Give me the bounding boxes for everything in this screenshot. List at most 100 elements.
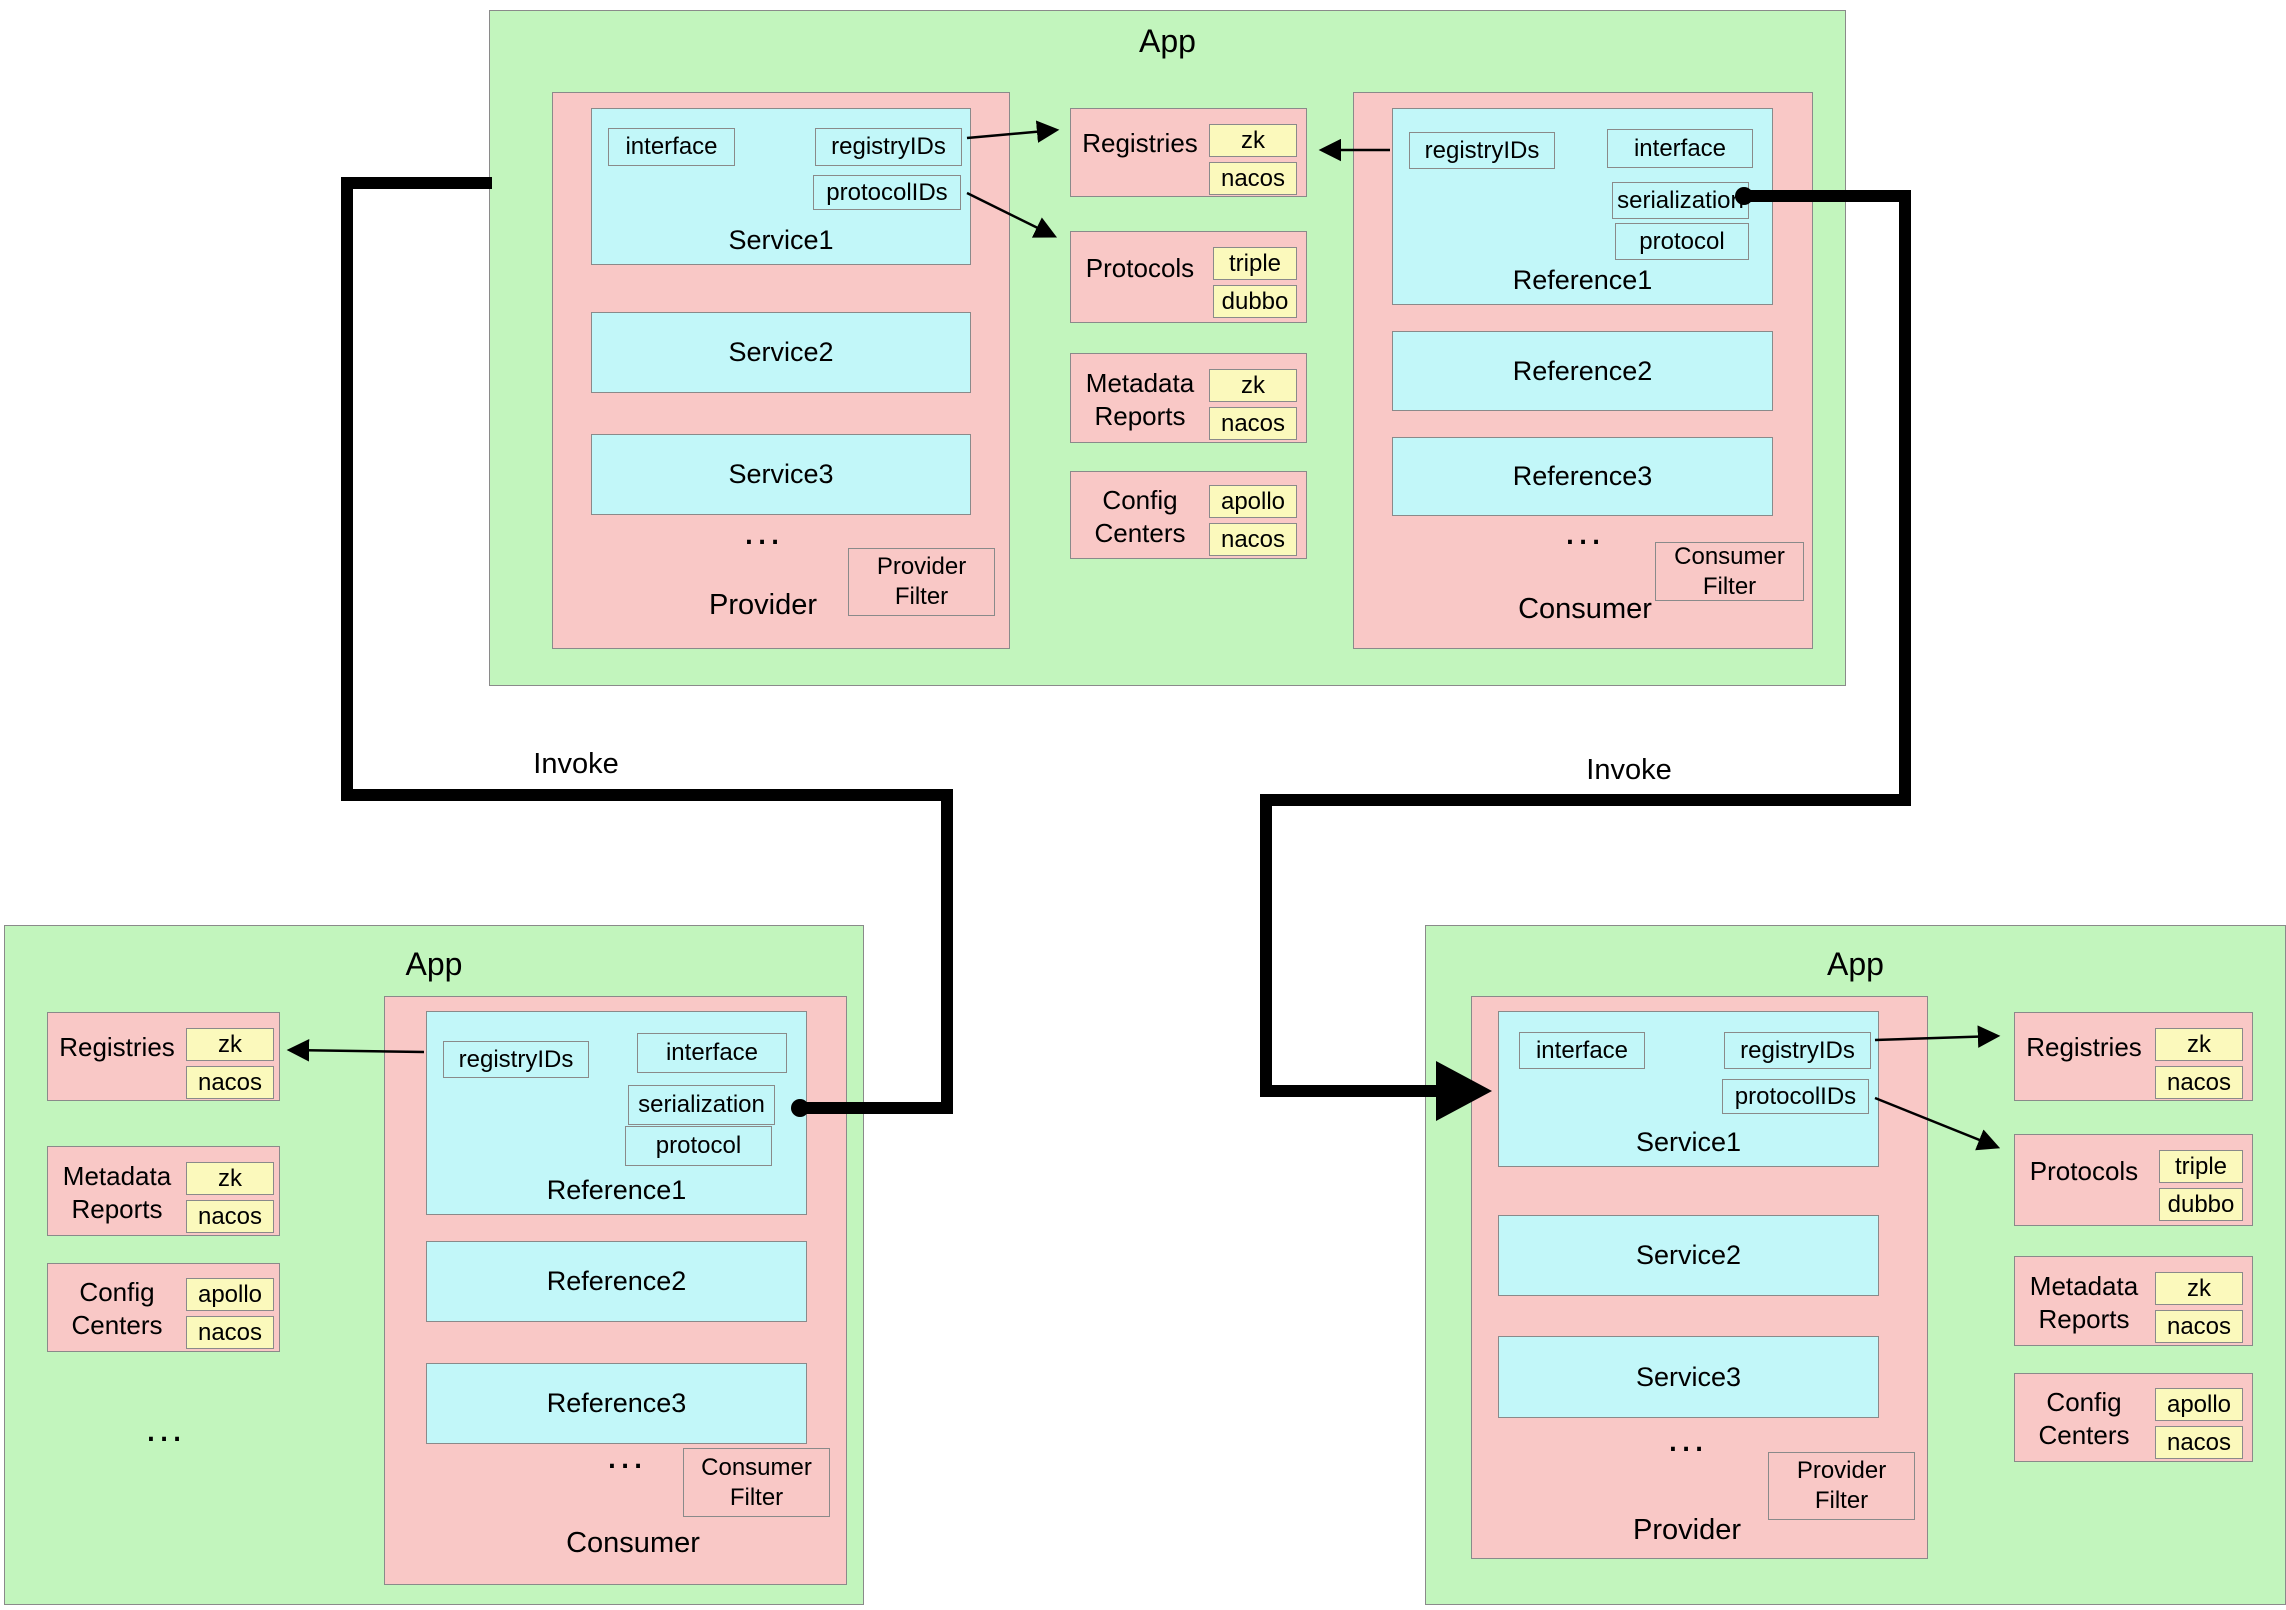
service3-box: Service3 xyxy=(1498,1336,1879,1418)
dubbo-chip: dubbo xyxy=(1213,285,1297,318)
nacos-chip: nacos xyxy=(2155,1310,2243,1343)
app-box-top: App interface registryIDs protocolIDs Se… xyxy=(489,10,1846,686)
provider-filter-box: Provider Filter xyxy=(1768,1452,1915,1520)
interface-chip: interface xyxy=(1519,1032,1645,1069)
service1-label: Service1 xyxy=(1635,1127,1742,1157)
apollo-chip: apollo xyxy=(2155,1388,2243,1421)
app-title: App xyxy=(1827,946,1884,982)
invoke-label-left: Invoke xyxy=(533,748,619,780)
protocols-box: Protocols triple dubbo xyxy=(1070,231,1307,323)
reference1-box: registryIDs interface serialization prot… xyxy=(426,1011,807,1215)
service1-box: interface registryIDs protocolIDs Servic… xyxy=(591,108,971,265)
protocols-label: Protocols xyxy=(2029,1156,2139,1186)
app-title: App xyxy=(1139,23,1196,59)
serialization-chip: serialization xyxy=(628,1085,775,1125)
protocolids-chip: protocolIDs xyxy=(813,175,961,210)
app-title: App xyxy=(405,946,463,982)
nacos-chip: nacos xyxy=(1209,162,1297,195)
protocolids-chip: protocolIDs xyxy=(1722,1079,1869,1114)
protocol-chip: protocol xyxy=(625,1126,772,1166)
invoke-label-right: Invoke xyxy=(1586,754,1672,786)
registryids-chip: registryIDs xyxy=(443,1041,589,1078)
triple-chip: triple xyxy=(1213,247,1297,280)
apollo-chip: apollo xyxy=(1209,485,1297,518)
ellipsis: ... xyxy=(1667,1416,1707,1460)
consumer-container: registryIDs interface serialization prot… xyxy=(1353,92,1813,649)
nacos-chip: nacos xyxy=(1209,407,1297,440)
zk-chip: zk xyxy=(1209,124,1297,157)
provider-filter-line2: Filter xyxy=(894,583,949,610)
ellipsis: ... xyxy=(1564,509,1604,553)
consumer-label: Consumer xyxy=(566,1527,700,1559)
reference1-box: registryIDs interface serialization prot… xyxy=(1392,108,1773,305)
zk-chip: zk xyxy=(2155,1028,2243,1061)
nacos-chip: nacos xyxy=(2155,1426,2243,1459)
reference3-box: Reference3 xyxy=(1392,437,1773,516)
consumer-filter-line1: Consumer xyxy=(1674,542,1785,570)
consumer-filter-box: Consumer Filter xyxy=(683,1448,830,1517)
reference2-box: Reference2 xyxy=(426,1241,807,1322)
provider-filter-line2: Filter xyxy=(1814,1487,1869,1514)
reference2-box: Reference2 xyxy=(1392,331,1773,411)
provider-filter-line1: Provider xyxy=(1796,1457,1887,1484)
service2-box: Service2 xyxy=(591,312,971,393)
triple-chip: triple xyxy=(2159,1150,2243,1183)
consumer-filter-line2: Filter xyxy=(729,1483,784,1511)
interface-chip: interface xyxy=(608,128,735,166)
service1-label: Service1 xyxy=(728,225,834,255)
consumer-filter-line1: Consumer xyxy=(701,1453,812,1481)
ellipsis: ... xyxy=(606,1433,646,1477)
nacos-chip: nacos xyxy=(186,1200,274,1233)
ellipsis: ... xyxy=(743,509,783,553)
consumer-label: Consumer xyxy=(1518,593,1652,625)
interface-chip: interface xyxy=(637,1033,787,1073)
provider-label: Provider xyxy=(709,589,817,621)
reference1-label: Reference1 xyxy=(1512,265,1653,295)
zk-chip: zk xyxy=(2155,1272,2243,1305)
provider-container: interface registryIDs protocolIDs Servic… xyxy=(1471,996,1928,1559)
protocols-box: Protocols triple dubbo xyxy=(2014,1134,2253,1226)
app-box-right: App interface registryIDs protocolIDs Se… xyxy=(1425,925,2286,1605)
consumer-container: registryIDs interface serialization prot… xyxy=(384,996,847,1585)
nacos-chip: nacos xyxy=(2155,1066,2243,1099)
zk-chip: zk xyxy=(186,1028,274,1061)
service1-box: interface registryIDs protocolIDs Servic… xyxy=(1498,1011,1879,1167)
provider-filter-line1: Provider xyxy=(876,553,967,580)
provider-label: Provider xyxy=(1633,1514,1741,1546)
reference3-box: Reference3 xyxy=(426,1363,807,1444)
registryids-chip: registryIDs xyxy=(815,128,962,166)
nacos-chip: nacos xyxy=(186,1316,274,1349)
zk-chip: zk xyxy=(1209,369,1297,402)
protocol-chip: protocol xyxy=(1615,223,1749,260)
registryids-chip: registryIDs xyxy=(1409,132,1555,169)
service3-box: Service3 xyxy=(591,434,971,515)
registries-label: Registries xyxy=(1082,128,1198,158)
reference1-label: Reference1 xyxy=(546,1175,687,1205)
apollo-chip: apollo xyxy=(186,1278,274,1311)
nacos-chip: nacos xyxy=(186,1066,274,1099)
service2-box: Service2 xyxy=(1498,1215,1879,1296)
registryids-chip: registryIDs xyxy=(1724,1032,1871,1069)
serialization-chip: serialization xyxy=(1612,182,1749,219)
registries-box: Registries zk nacos xyxy=(47,1012,280,1101)
nacos-chip: nacos xyxy=(1209,523,1297,556)
registries-box: Registries zk nacos xyxy=(2014,1012,2253,1101)
registries-label: Registries xyxy=(59,1032,175,1062)
registries-label: Registries xyxy=(2026,1032,2142,1062)
dubbo-chip: dubbo xyxy=(2159,1188,2243,1221)
ellipsis: ... xyxy=(145,1406,185,1450)
registries-box: Registries zk nacos xyxy=(1070,108,1307,197)
